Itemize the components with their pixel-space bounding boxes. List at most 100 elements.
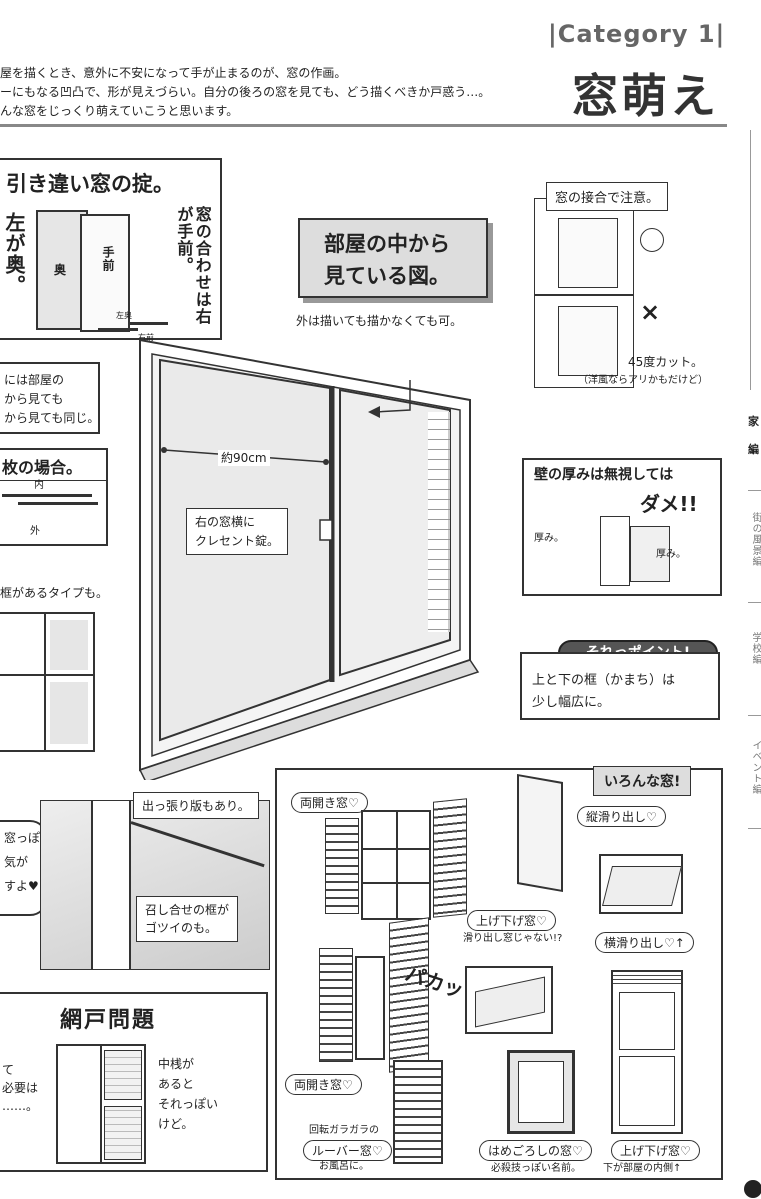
intro-line-2: ーにもなる凹凸で、形が見えづらい。自分の後ろの窓を見ても、どう描くべきか戸惑う……	[0, 85, 491, 99]
louver-sub: お風呂に。	[319, 1161, 369, 1172]
screen-window-drawing	[56, 1044, 146, 1164]
cut-note: 45度カット。	[628, 355, 704, 369]
view-title-line-1: 部屋の中から	[324, 232, 450, 256]
point-line-2: 少し幅広に。	[532, 695, 611, 710]
sidebar-rule	[750, 130, 751, 390]
width-label: 約90cm	[218, 450, 270, 467]
horizontal-slide-window	[599, 854, 683, 914]
view-title-line-2: 見ている図。	[324, 264, 450, 288]
thickness-emph: ダメ!!	[640, 492, 698, 516]
note-room-box: には部屋の から見ても から見ても同じ。	[0, 362, 100, 434]
vertical-slide-window	[517, 773, 563, 893]
note-frame-type: 框があるタイプも。	[0, 586, 109, 600]
crescent-line-2: クレセント錠。	[195, 533, 280, 548]
screen-note-1: 中桟が	[158, 1057, 195, 1071]
screen-left-3: ……。	[2, 1099, 39, 1113]
frame-type-window	[0, 612, 95, 752]
screen-door-title: 網戸問題	[60, 1008, 157, 1033]
label-right-front: 右前	[138, 333, 154, 342]
updown-2-window	[611, 970, 683, 1134]
fixed-sub: 必殺技っぽい名前。	[491, 1163, 581, 1174]
thickness-title: 壁の厚みは無視しては	[534, 467, 674, 483]
label-left-back: 左奥	[116, 311, 132, 320]
ng-cross-icon: ×	[640, 298, 661, 326]
note-feel-line-3: すよ♥	[4, 879, 39, 893]
label-front: 手前	[101, 246, 115, 272]
sidebar-item-school[interactable]: 学校編	[750, 632, 761, 665]
sliding-rule-panel: 引き違い窓の掟。 左が奥。 奥 手前 窓の合わせは右が手前。 左奥 右前	[0, 158, 222, 342]
sidebar-divider	[748, 490, 761, 491]
screen-door-panel: 網戸問題 て 必要は ……。 中桟が あると それっぽい けど。	[0, 992, 268, 1172]
thickness-label-a: 厚み。	[534, 533, 564, 544]
header-rule	[0, 124, 727, 127]
screen-note-2: あると	[158, 1077, 195, 1091]
casement-2-shutter-left	[319, 948, 353, 1062]
note-feel-line-2: 気が	[4, 855, 29, 869]
louver-label: ルーバー窓♡	[303, 1140, 392, 1161]
updown-2-sub: 下が部屋の内側↑	[603, 1163, 682, 1174]
sidebar-divider	[748, 602, 761, 603]
intro-line-1: 屋を描くとき、意外に不安になって手が止まるのが、窓の作画。	[0, 66, 347, 80]
point-line-1: 上と下の框（かまち）は	[532, 673, 676, 688]
casement-2-shutter-right	[389, 917, 429, 1073]
point-box: 上と下の框（かまち）は 少し幅広に。	[520, 652, 720, 720]
casement-1-window	[361, 810, 431, 920]
thickness-label-b: 厚み。	[656, 549, 686, 560]
casement-2-label: 両開き窓♡	[285, 1074, 362, 1095]
sidebar-item-home-1[interactable]: 家	[748, 415, 759, 428]
joint-title: 窓の接合で注意。	[546, 182, 669, 211]
sidebar-item-event[interactable]: イベント編	[750, 740, 761, 795]
note-room-line-2: から見ても	[4, 392, 64, 406]
crescent-line-1: 右の窓横に	[195, 515, 256, 529]
note-panes-box: 枚の場合。 内 外	[0, 448, 108, 546]
updown-1-label: 上げ下げ窓♡	[467, 910, 556, 931]
thickness-panel: 壁の厚みは無視しては ダメ!! 厚み。 厚み。	[522, 458, 722, 596]
bay-note: 出っ張り版もあり。	[133, 792, 259, 819]
screen-note-3: それっぽい	[158, 1097, 219, 1111]
left-back-partial: 左が奥。	[2, 212, 26, 296]
page-title: 窓萌え	[572, 69, 719, 123]
sidebar-item-town[interactable]: 街の風景編	[750, 512, 761, 567]
shutter-right	[433, 798, 467, 918]
page-corner-dot	[744, 1180, 761, 1198]
note-room-line-3: から見ても同じ。	[4, 411, 100, 425]
casement-1-label: 両開き窓♡	[291, 792, 368, 813]
sidebar-divider	[748, 715, 761, 716]
main-window-illustration	[138, 338, 480, 780]
variety-title: いろんな窓!	[593, 766, 692, 796]
cut-sub: （洋風ならアリかもだけど）	[578, 375, 708, 386]
sidebar-item-home-2[interactable]: 編	[748, 443, 759, 456]
overlap-rule-text: 窓の合わせは右が手前。	[174, 206, 212, 325]
updown-2-label: 上げ下げ窓♡	[611, 1140, 700, 1161]
bay-window-panel	[40, 800, 270, 970]
shutter-left	[325, 818, 359, 914]
intro-line-3: んな窓をじっくり萌えていこうと思います。	[0, 104, 239, 118]
casement-2-window	[355, 956, 385, 1060]
note-panes-title: 枚の場合。	[2, 458, 83, 477]
outside-note: 外は描いても描かなくても可。	[296, 314, 463, 328]
view-title-box: 部屋の中から 見ている図。	[298, 218, 488, 298]
variety-panel: いろんな窓! 両開き窓♡ 縦滑り出し♡ 上げ下げ窓♡ 滑り出し窓じゃない!? 横…	[275, 766, 723, 1180]
note-room-line-1: には部屋の	[4, 373, 65, 387]
ok-circle-icon	[640, 228, 664, 252]
sliding-window-drawing: 奥 手前	[36, 210, 130, 332]
screen-left-1: て	[2, 1063, 15, 1077]
crescent-note: 右の窓横に クレセント錠。	[186, 508, 289, 556]
louver-pre: 回転ガラガラの	[309, 1125, 379, 1136]
screen-left-2: 必要は	[2, 1081, 39, 1095]
tilt-window	[465, 966, 553, 1034]
sidebar-divider	[748, 828, 761, 829]
meeting-rail-line-2: ゴツイのも。	[145, 921, 218, 935]
screen-note-4: けど。	[158, 1117, 194, 1131]
horizontal-slide-label: 横滑り出し♡↑	[595, 932, 694, 953]
meeting-rail-line-1: 召し合せの框が	[145, 903, 230, 917]
joint-panel: 窓の接合で注意。 × 45度カット。 （洋風ならアリかもだけど）	[528, 178, 728, 392]
meeting-rail-note: 召し合せの框が ゴツイのも。	[136, 896, 239, 942]
sliding-rule-title: 引き違い窓の掟。	[6, 172, 174, 196]
note-panes-in: 内	[34, 480, 44, 491]
rail-diagram	[98, 322, 168, 332]
category-label: |Category 1|	[548, 20, 726, 48]
fixed-label: はめごろしの窓♡	[479, 1140, 592, 1161]
vertical-slide-label: 縦滑り出し♡	[577, 806, 666, 827]
fixed-window	[507, 1050, 575, 1134]
